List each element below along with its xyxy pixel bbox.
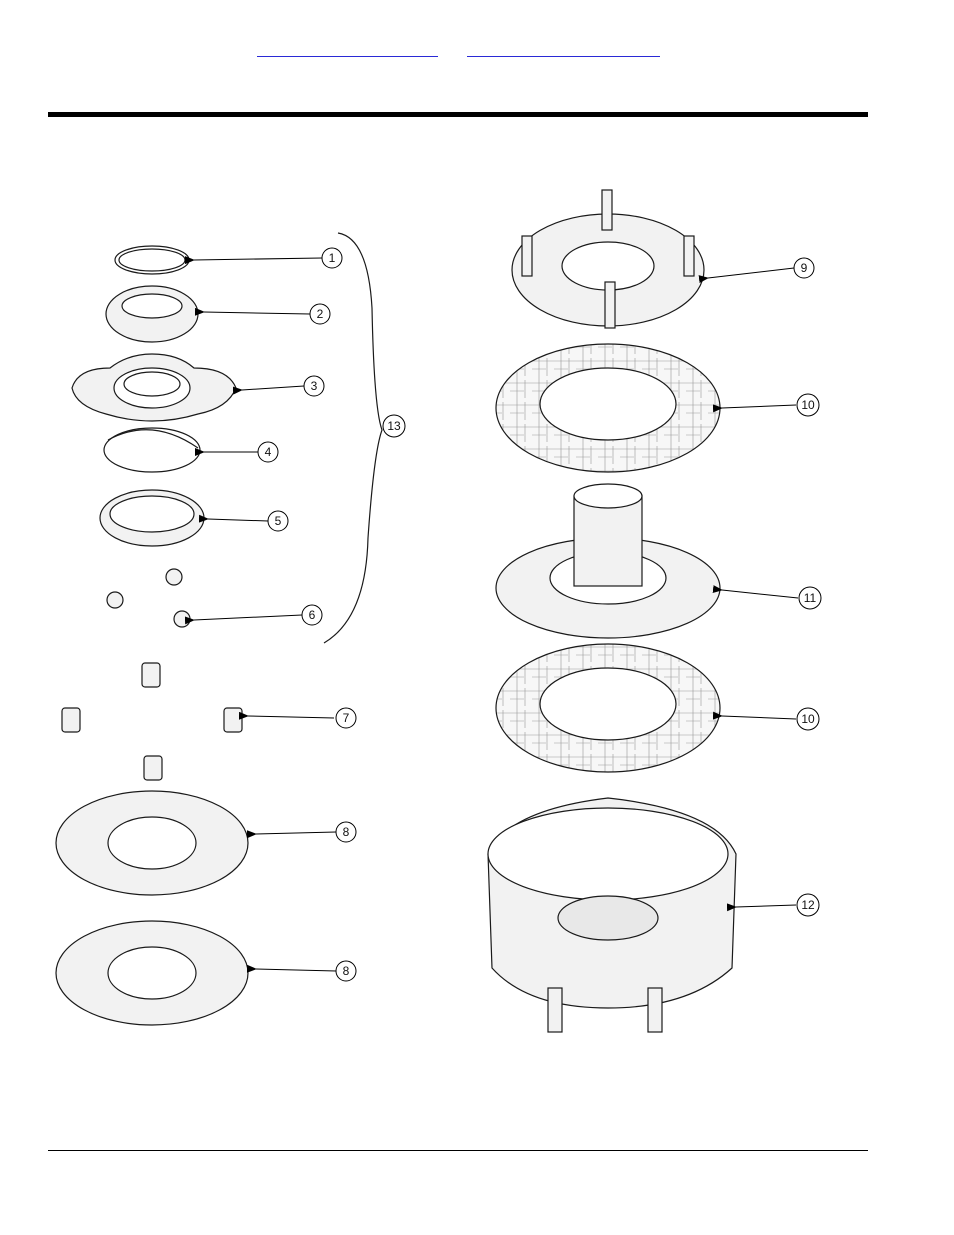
grease-fitting-icon xyxy=(107,569,190,627)
callout-1: 1 xyxy=(329,251,336,265)
footer-rule xyxy=(48,1150,868,1151)
bearing-cup-icon xyxy=(100,490,204,546)
callout-6: 6 xyxy=(309,608,316,622)
callout-2: 2 xyxy=(317,307,324,321)
clutch-plate-icon xyxy=(56,791,248,1025)
hub-icon xyxy=(496,484,720,638)
callout-4: 4 xyxy=(265,445,272,459)
header-rule xyxy=(48,112,868,117)
o-ring-icon xyxy=(104,428,200,472)
callout-10b: 10 xyxy=(801,712,815,726)
seal-icon xyxy=(106,286,198,342)
callout-13: 13 xyxy=(387,419,401,433)
callout-5: 5 xyxy=(275,514,282,528)
callout-9: 9 xyxy=(801,261,808,275)
callout-8a: 8 xyxy=(343,825,350,839)
callout-7: 7 xyxy=(343,711,350,725)
callout-3: 3 xyxy=(311,379,318,393)
hex-nut-icon xyxy=(62,663,242,780)
callout-10a: 10 xyxy=(801,398,815,412)
retaining-ring-icon xyxy=(115,246,189,274)
nav-link-previous[interactable] xyxy=(257,42,438,57)
callout-8b: 8 xyxy=(343,964,350,978)
drive-cup-icon xyxy=(488,798,736,1032)
nav-link-next[interactable] xyxy=(467,42,660,57)
stud-plate-icon xyxy=(512,190,704,328)
callout-12: 12 xyxy=(801,898,815,912)
callout-11: 11 xyxy=(804,591,817,605)
bearing-housing-icon xyxy=(72,354,236,421)
parts-diagram: 1 2 3 4 5 6 7 8 8 9 10 11 10 12 13 xyxy=(48,178,868,1048)
